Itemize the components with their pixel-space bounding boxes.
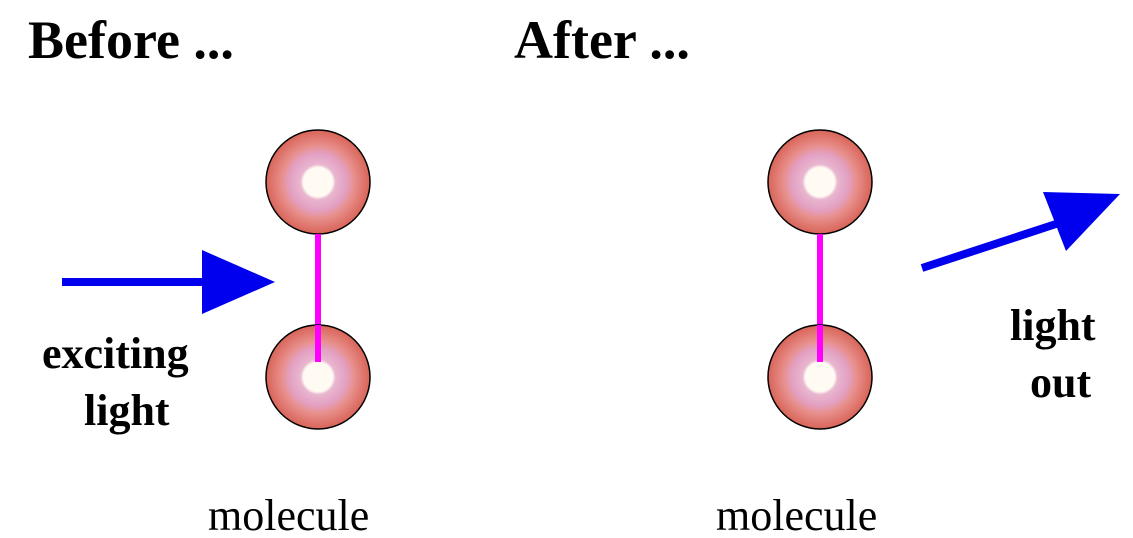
after-panel: After ... light out molecule	[514, 10, 1120, 538]
light-out-arrow	[922, 192, 1120, 268]
before-panel: Before ... exciting light molecule	[28, 10, 370, 538]
atom-top-core	[807, 169, 833, 195]
exciting-light-arrow	[62, 250, 275, 314]
atom-top-core	[305, 169, 331, 195]
before-title: Before ...	[28, 10, 234, 70]
molecule-before	[266, 130, 370, 429]
before-caption: molecule	[208, 491, 369, 538]
arrow-shaft	[922, 222, 1062, 268]
light-out-label-line1: light	[1010, 301, 1096, 350]
arrow-head	[202, 250, 275, 314]
atom-bottom-core	[807, 364, 833, 390]
arrow-head	[1043, 192, 1120, 251]
molecule-after	[768, 130, 872, 429]
after-title: After ...	[514, 10, 690, 70]
after-caption: molecule	[716, 491, 877, 538]
atom-bottom-core	[305, 364, 331, 390]
exciting-light-label-line2: light	[84, 386, 170, 435]
light-out-label-line2: out	[1030, 358, 1091, 407]
exciting-light-label-line1: exciting	[42, 329, 189, 378]
